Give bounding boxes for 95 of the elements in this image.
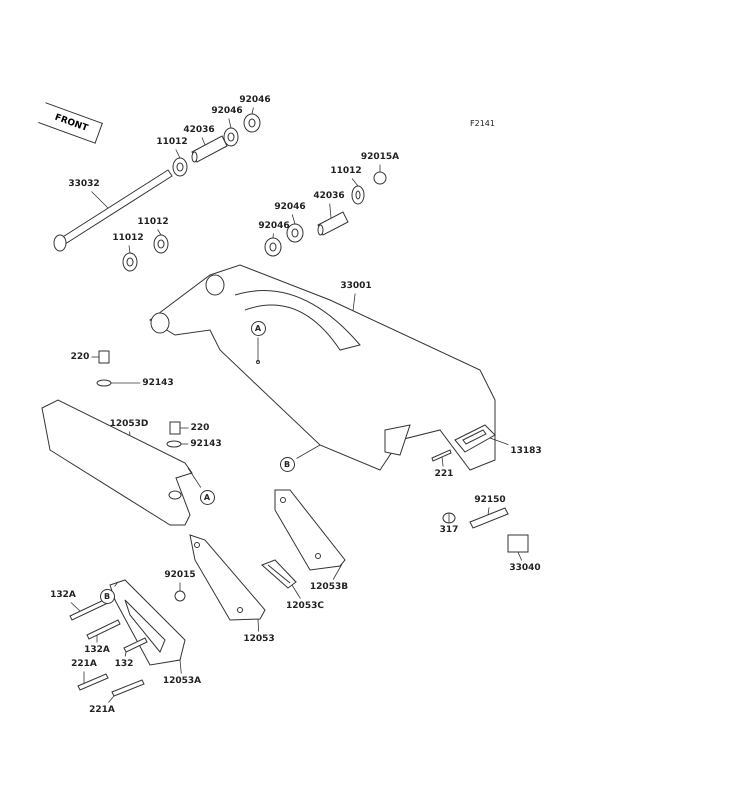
round-part [174, 590, 186, 602]
callout-number: 221A [71, 658, 97, 670]
part-outline [469, 507, 509, 529]
leader-line [188, 468, 202, 488]
seal-drawing [352, 186, 364, 204]
leader-line [128, 245, 130, 254]
bearing-drawing [224, 128, 238, 146]
callout-number: 92046 [211, 106, 243, 116]
callout-number: 12053D [110, 418, 148, 430]
leader-line [329, 203, 332, 218]
leader-line [124, 652, 126, 657]
round-part [442, 512, 456, 524]
callout-number: 132 [114, 658, 134, 670]
leader-line [442, 456, 444, 467]
leader-line [518, 552, 522, 561]
reference-mark: A [200, 490, 214, 504]
callout-number: 132A [84, 644, 110, 656]
callout-number: 11012 [112, 232, 144, 244]
guide-block-drawing [261, 559, 297, 589]
leader-line [352, 178, 358, 186]
leader-line [96, 634, 98, 643]
callout-number: 13183 [510, 446, 542, 456]
callout-number: 92015A [360, 152, 400, 162]
leader-line [114, 582, 118, 587]
figure-number: F2141 [470, 118, 495, 129]
callout-number: 221A [89, 704, 115, 716]
callout-number: 317 [440, 524, 458, 536]
leader-line [70, 602, 80, 612]
leader-line [352, 293, 356, 312]
leader-line [108, 696, 114, 703]
round-part [166, 440, 182, 448]
callout-number: 220 [190, 422, 210, 434]
part-outline [98, 350, 110, 364]
callout-number: 92143 [190, 438, 222, 450]
callout-number: 33001 [340, 280, 372, 292]
callout-number: 92046 [274, 202, 306, 212]
leader-line [252, 107, 254, 114]
seal-drawing [154, 234, 168, 254]
guide-plate-drawing [109, 579, 186, 666]
seal-drawing [122, 252, 138, 272]
callout-number: 11012 [137, 216, 169, 228]
chain-guide-drawing [274, 490, 346, 571]
callout-number: 92015 [164, 570, 196, 580]
callout-number: 33040 [509, 562, 541, 574]
round-part [374, 172, 386, 184]
part-outline [111, 679, 145, 697]
leader-line [228, 118, 232, 128]
leader-line [488, 507, 490, 516]
leader-line [296, 444, 320, 459]
part-outline [170, 422, 180, 434]
leader-line [448, 512, 450, 523]
part-outline [123, 637, 148, 653]
leader-line [175, 149, 180, 158]
part-outline [86, 619, 121, 640]
callout-number: 12053C [286, 600, 324, 612]
callout-number: 33032 [68, 178, 100, 190]
callout-number: 220 [70, 352, 90, 362]
leader-line [91, 356, 100, 358]
bearing-drawing [244, 114, 260, 132]
leader-line [292, 584, 301, 599]
leader-line [258, 618, 259, 632]
collar-drawing [317, 211, 349, 236]
reference-mark: B [100, 588, 114, 604]
callout-number: 92143 [142, 378, 174, 388]
round-part [96, 380, 112, 386]
part-outline [77, 673, 109, 691]
leader-line [180, 660, 182, 674]
reference-mark: B [280, 456, 294, 472]
seal-drawing [172, 158, 188, 176]
callout-number: 92150 [474, 494, 506, 506]
callout-number: 12053A [162, 676, 202, 686]
leader-line [202, 137, 206, 146]
callout-number: 92046 [258, 220, 290, 232]
leader-line [490, 438, 509, 445]
leader-line [332, 564, 342, 580]
callout-number: 12053B [310, 582, 348, 592]
axle-drawing [54, 169, 173, 252]
leader-line [91, 191, 108, 208]
collar-drawing [191, 135, 228, 163]
callout-number: 11012 [156, 136, 188, 148]
leader-line [110, 382, 141, 384]
callout-number: 42036 [183, 124, 215, 136]
leader-line [272, 233, 274, 238]
callout-number: 12053 [243, 634, 275, 644]
leader-line [292, 214, 296, 224]
callout-number: 11012 [330, 166, 362, 176]
callout-number: 92046 [239, 94, 271, 106]
part-outline [431, 449, 452, 462]
leader-line [157, 229, 162, 236]
leader-line [129, 431, 130, 436]
callout-number: 132A [50, 590, 76, 600]
callout-number: 221 [434, 468, 454, 480]
callout-number: 42036 [313, 190, 345, 202]
bearing-drawing [264, 238, 282, 256]
part-outline [508, 534, 528, 552]
